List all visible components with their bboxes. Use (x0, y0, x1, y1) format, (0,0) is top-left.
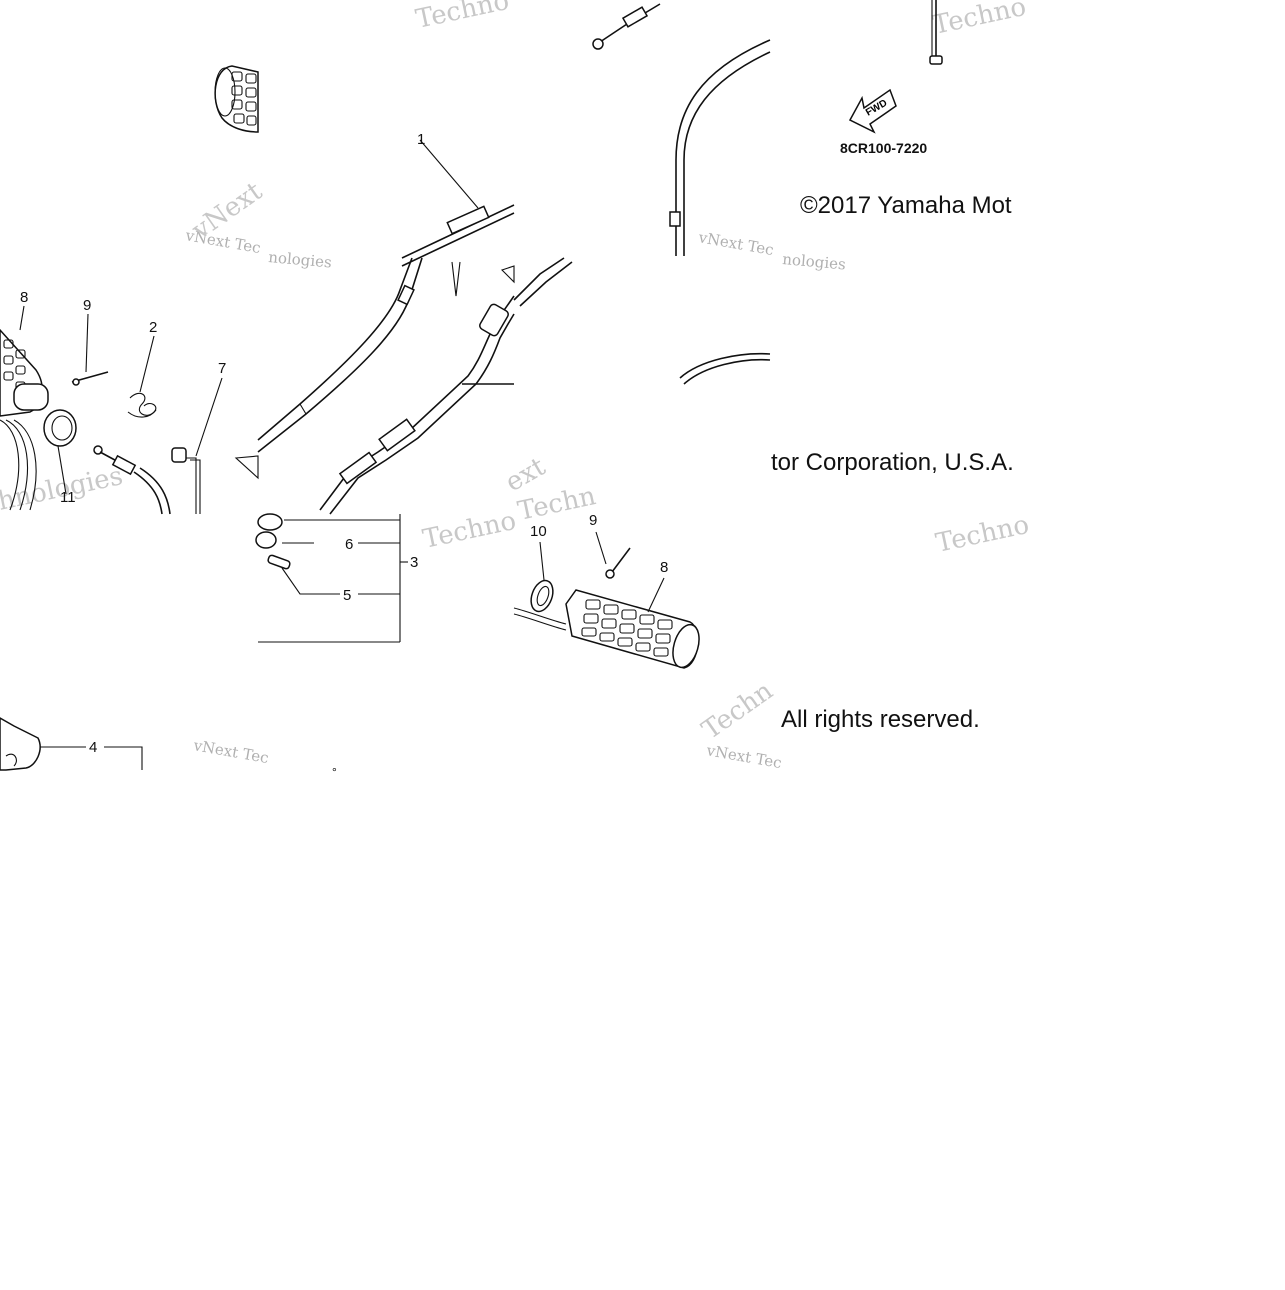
cable-clips (93, 392, 201, 515)
part-code: 8CR100-7220 (840, 140, 927, 156)
callout-1: 1 (417, 131, 425, 148)
callout-8: 8 (20, 289, 28, 306)
grip-end-top (214, 65, 259, 133)
leader-lines (19, 305, 223, 495)
copyright-line-3: All rights reserved. (781, 706, 980, 733)
cable-top-right (592, 0, 943, 256)
throttle-cable-upper (401, 139, 515, 267)
right-grip-assembly (513, 531, 700, 669)
watermark-text: Techno (413, 0, 512, 35)
watermark-text: nologies (782, 250, 847, 273)
watermark-text: Techno (933, 510, 1032, 559)
callout-4: 4 (89, 739, 97, 756)
watermark-text: vNext Tec (696, 228, 775, 259)
callout-9: 9 (83, 297, 91, 314)
watermark-text: Techno (420, 506, 519, 555)
bracket-assembly-3 (255, 513, 408, 643)
cable-fragment-right (679, 352, 771, 385)
left-grip-assembly (0, 328, 109, 511)
copyright-line-1: ©2017 Yamaha Mot (800, 192, 1012, 219)
callout-7: 7 (218, 360, 226, 377)
callout-11: 11 (60, 489, 76, 506)
callout-6: 6 (345, 536, 353, 553)
watermark-text: Techn (697, 676, 779, 746)
callout-2: 2 (149, 319, 157, 336)
callout-10: 10 (530, 523, 547, 540)
watermark-text: vNext Tec (704, 741, 783, 772)
copyright-line-2: tor Corporation, U.S.A. (771, 449, 1014, 476)
throttle-cable-center (234, 257, 573, 515)
fwd-arrow-icon: FWD (848, 88, 897, 134)
callout-3: 3 (410, 554, 418, 571)
callout-9: 9 (589, 512, 597, 529)
watermark-text: nologies (268, 248, 333, 271)
lever-bracket-4 (0, 717, 143, 771)
watermark-text: Techno (930, 0, 1029, 41)
callout-8: 8 (660, 559, 668, 576)
watermark-text: vNext Tec (191, 736, 270, 767)
callout-labels: 1 2 3 4 5 6 7 8 9 11 9 8 10 (20, 131, 668, 756)
callout-fragment: ° (332, 765, 337, 779)
callout-5: 5 (343, 587, 351, 604)
